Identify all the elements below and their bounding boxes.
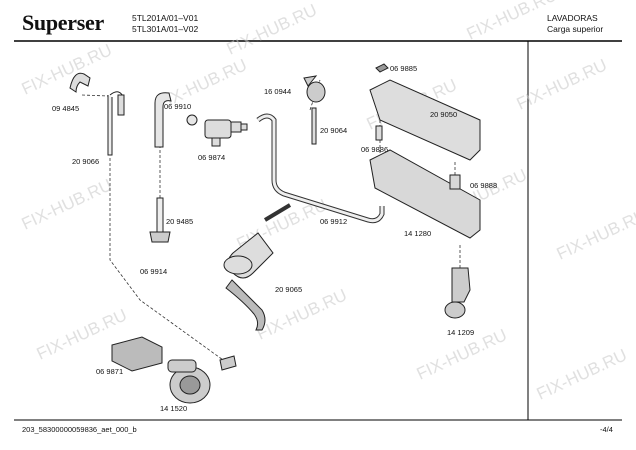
drain-pump-part	[444, 267, 471, 319]
model-line-1: 5TL201A/01–V01	[132, 13, 199, 23]
elbow-part	[154, 92, 198, 148]
watermark-text: FIX-HUB.RU	[464, 0, 560, 44]
part-label: 20 9485	[166, 217, 194, 226]
hook-part	[69, 72, 91, 93]
doc-id: 203_58300000059836_aet_000_b	[22, 425, 137, 434]
page-number: -4/4	[600, 425, 613, 434]
part-label: 20 9066	[72, 157, 100, 166]
watermark-text: FIX-HUB.RU	[224, 0, 320, 58]
part-label: 14 1209	[447, 328, 475, 337]
part-label: 06 9888	[470, 181, 498, 190]
part-label: 06 9871	[96, 367, 124, 376]
brand-logo: Superser	[22, 10, 104, 35]
model-line-2: 5TL301A/01–V02	[132, 24, 199, 34]
part-label: 06 9886	[361, 145, 389, 154]
cover-part	[111, 336, 163, 372]
valve-part	[204, 119, 248, 147]
part-label: 06 9885	[390, 64, 418, 73]
watermark-text: FIX-HUB.RU	[534, 345, 630, 403]
hose-part	[107, 91, 125, 156]
housing-part	[369, 149, 481, 239]
pump-hose-part	[223, 232, 274, 331]
part-label: 06 9874	[198, 153, 226, 162]
watermark-text: FIX-HUB.RU	[19, 40, 115, 98]
part-label: 06 9914	[140, 267, 168, 276]
tube-part	[149, 197, 171, 243]
part-label: 14 1280	[404, 229, 432, 238]
part-label: 20 9064	[320, 126, 348, 135]
part-label: 09 4845	[52, 104, 80, 113]
sensor-part	[303, 75, 326, 103]
bracket-part	[369, 63, 481, 161]
watermark-layer: FIX-HUB.RU FIX-HUB.RU FIX-HUB.RU FIX-HUB…	[19, 0, 636, 404]
part-label: 14 1520	[160, 404, 188, 413]
part-label: 20 9050	[430, 110, 458, 119]
watermark-text: FIX-HUB.RU	[254, 285, 350, 343]
part-label: 16 0944	[264, 87, 292, 96]
watermark-text: FIX-HUB.RU	[554, 205, 636, 263]
part-label: 06 9910	[164, 102, 192, 111]
subcategory-label: Carga superior	[547, 24, 604, 34]
pump-part	[167, 355, 237, 404]
category-label: LAVADORAS	[547, 13, 598, 23]
part-label: 06 9912	[320, 217, 348, 226]
pipe-part	[256, 107, 385, 224]
watermark-text: FIX-HUB.RU	[19, 175, 115, 233]
part-label: 20 9065	[275, 285, 303, 294]
